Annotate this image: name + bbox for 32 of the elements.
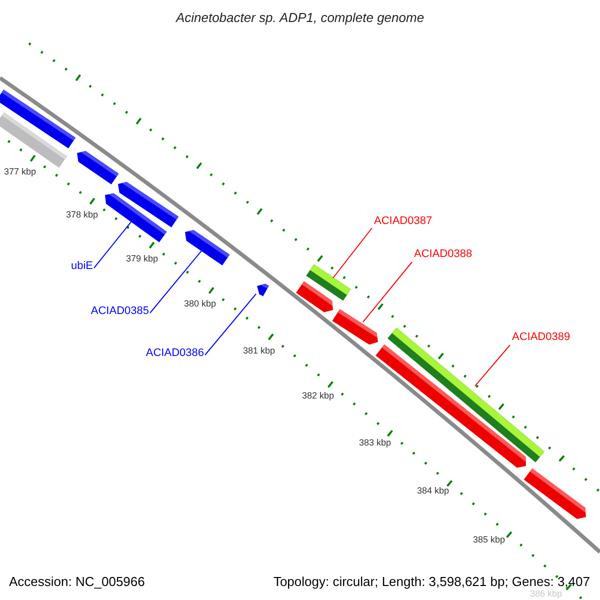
gene-feature bbox=[0, 112, 67, 168]
gene-label: ACIAD0388 bbox=[414, 249, 472, 260]
map-title: Acinetobacter sp. ADP1, complete genome bbox=[176, 11, 424, 24]
scale-label: 381 kbp bbox=[242, 346, 276, 356]
scale-label: 382 kbp bbox=[302, 392, 334, 400]
gene-feature bbox=[296, 281, 333, 312]
scale-label: 380 kbp bbox=[184, 300, 216, 308]
gene-label: ACIAD0387 bbox=[374, 216, 432, 227]
scale-label: 385 kbp bbox=[472, 536, 506, 544]
gene-feature bbox=[332, 309, 378, 345]
scale-label: 384 kbp bbox=[416, 486, 450, 496]
scale-label: 378 kbp bbox=[66, 210, 98, 220]
scale-label: 377 kbp bbox=[4, 168, 36, 176]
gene-feature bbox=[257, 284, 269, 296]
accession-text: Accession: NC_005966 bbox=[9, 575, 145, 588]
gene-feature bbox=[185, 230, 230, 266]
leader-line bbox=[204, 294, 256, 356]
gene-feature bbox=[524, 468, 586, 519]
leader-line bbox=[150, 248, 204, 314]
gene-label: ACIAD0389 bbox=[512, 332, 570, 343]
scale-label: 379 kbp bbox=[126, 254, 158, 264]
genome-summary-text: Topology: circular; Length: 3,598,621 bp; Genes: 3,407 bbox=[273, 575, 590, 588]
gene-label: ACIAD0385 bbox=[90, 306, 149, 317]
leader-line bbox=[474, 344, 510, 386]
gene-label: ubiE bbox=[70, 261, 93, 272]
gene-feature bbox=[376, 344, 526, 468]
leader-line bbox=[94, 222, 132, 268]
leader-line bbox=[362, 262, 412, 322]
gene-label: ACIAD0386 bbox=[146, 348, 204, 359]
scale-label: 383 kbp bbox=[358, 438, 392, 448]
gene-feature bbox=[77, 151, 119, 184]
gene-feature bbox=[118, 182, 179, 228]
